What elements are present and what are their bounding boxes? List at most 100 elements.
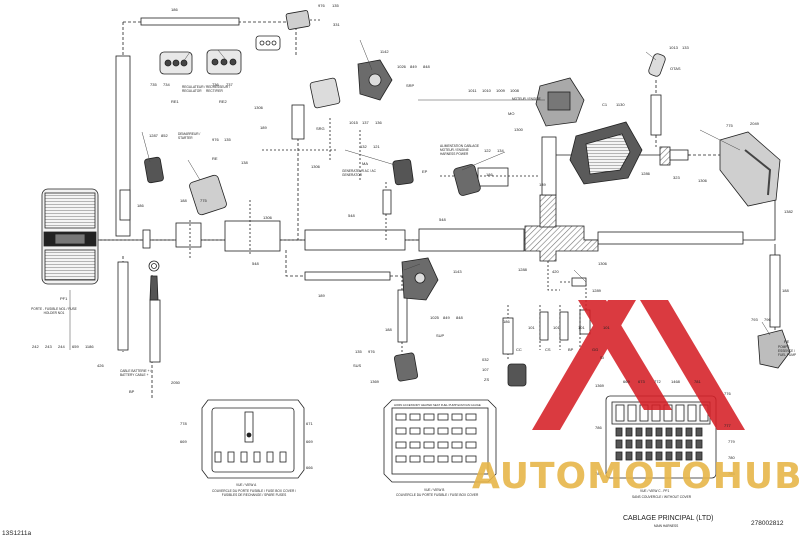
callout-label: 775 <box>200 198 207 203</box>
callout-label: RE2 <box>219 99 227 104</box>
callout-label: BP <box>568 347 574 352</box>
leader-lines <box>69 39 771 350</box>
callout-label: 849 <box>410 64 417 69</box>
watermark-logo <box>532 300 745 430</box>
otas-sensor <box>648 53 666 77</box>
callout-label: 101 <box>578 325 585 330</box>
callout-label: 426 <box>97 363 104 368</box>
callout-label: 1382 <box>784 209 793 214</box>
callout-label: 659 <box>72 344 79 349</box>
starter-connector-re <box>144 156 227 216</box>
callout-label: OTAS <box>670 66 681 71</box>
connector-top <box>255 10 311 51</box>
callout-label: 976 <box>368 349 375 354</box>
figure-code: 13S1211a <box>2 530 32 537</box>
engine-power-label: ALIMENTATION CABLAGE MOTEUR / ENGINE HAR… <box>440 144 480 156</box>
callout-label: 1306 <box>698 178 707 183</box>
callout-label: SRG <box>316 126 325 131</box>
callout-label: 1300 <box>514 127 523 132</box>
callout-label: EP <box>422 169 428 174</box>
callout-label: 671 <box>306 421 313 426</box>
regulator-label: REGULATEUR / REGULATOR <box>182 85 206 93</box>
callout-label: 1142 <box>380 49 389 54</box>
callout-label: 1013 <box>669 45 678 50</box>
callout-label: CS <box>545 347 551 352</box>
callout-label: 666 <box>306 465 313 470</box>
generator-connector-ma <box>392 158 414 186</box>
battery-cable-label: CABLE BATTERIE + / BATTERY CABLE + <box>120 369 152 377</box>
callout-label: SRP <box>406 83 415 88</box>
callout-label: 135 <box>224 137 231 142</box>
callout-label: 1130 <box>616 102 625 107</box>
callout-label: 1289 <box>592 288 601 293</box>
callout-label: 1306 <box>598 261 607 266</box>
callout-label: 101 <box>603 325 610 330</box>
callout-label: 242 <box>32 344 39 349</box>
callout-label: 673 <box>638 379 645 384</box>
callout-label: 136 <box>375 120 382 125</box>
callout-label: 1306 <box>263 215 272 220</box>
callout-label: BP <box>129 389 135 394</box>
callout-label: 548 <box>348 213 355 218</box>
callout-label: SI <box>600 355 604 360</box>
callout-label: 669 <box>180 439 187 444</box>
callout-label: 776 <box>724 391 731 396</box>
battery-cable-terminal <box>148 260 160 301</box>
starter-label: DEMARREUR / STARTER <box>178 132 201 140</box>
zs-connector <box>507 363 527 387</box>
callout-label: 735 <box>150 82 157 87</box>
view-a-cover <box>201 399 305 479</box>
callout-label: 1011 <box>468 88 477 93</box>
callout-label: 420 <box>552 269 559 274</box>
callout-label: 548 <box>252 261 259 266</box>
view-b-title: VUE / VIEW B <box>424 488 445 492</box>
callout-label: 134 <box>497 148 504 153</box>
fuse-holder-label: PORTE - FUSIBLE NO1 / FUSE HOLDER NO1 <box>31 307 77 315</box>
rectifier-label: REDRESSEUR / RECTIFIER <box>206 85 230 93</box>
callout-label: 101 <box>528 325 535 330</box>
callout-label: 1288 <box>518 267 527 272</box>
callout-label: 1286 <box>641 171 650 176</box>
callout-label: RE1 <box>171 99 179 104</box>
callout-label: 1306 <box>311 164 320 169</box>
callout-label: 137 <box>362 120 369 125</box>
engine-label: MOTEUR / ENGINE <box>512 97 541 101</box>
callout-label: 669 <box>623 379 630 384</box>
callout-label: 189 <box>539 182 546 187</box>
callout-label: 121 <box>373 144 380 149</box>
callout-label: 1010 <box>482 88 491 93</box>
part-number: 278002812 <box>751 520 784 527</box>
starter-solenoid <box>719 131 781 207</box>
callout-label: 1287 <box>149 133 158 138</box>
view-c-title: VUE / VIEW C - PF1 <box>640 489 670 493</box>
callout-label: 135 <box>332 3 339 8</box>
callout-label: 1025 <box>430 315 439 320</box>
callout-label: 848 <box>423 64 430 69</box>
sup-connector <box>401 257 439 301</box>
callout-label: CC <box>516 347 522 352</box>
callout-label: 189 <box>318 293 325 298</box>
callout-label: 1468 <box>671 379 680 384</box>
callout-label: PF1 <box>60 296 68 301</box>
callout-label: 186 <box>486 172 493 177</box>
callout-label: MA <box>362 161 368 166</box>
fuse-table-text: HORN ACCESSORY HEATED SEAT FUEL PUMP ECM… <box>394 403 481 407</box>
callout-label: 2050 <box>171 380 180 385</box>
view-b-caption: COUVERCLE DU PORTE FUSIBLE / FUSE BOX CO… <box>396 493 479 497</box>
callout-label: 1369 <box>370 379 379 384</box>
callout-label: RE <box>212 156 218 161</box>
srg-connector <box>309 77 341 109</box>
callout-label: 1008 <box>510 88 519 93</box>
callout-label: 780 <box>728 455 735 460</box>
view-b-cover <box>383 399 497 483</box>
callout-label: 734 <box>163 82 170 87</box>
generator-label: GENERATEUR AC / AC GENERATOR <box>342 169 376 177</box>
view-c-fuse-block <box>605 395 717 479</box>
callout-label: 1026 <box>397 64 406 69</box>
callout-label: GG <box>592 347 599 352</box>
fuel-pump-label: POMPE ESSENCE / FUEL PUMP <box>778 345 797 357</box>
callout-label: 188 <box>385 327 392 332</box>
callout-label: MO <box>508 111 515 116</box>
callout-label: 135 <box>355 349 362 354</box>
callout-label: 107 <box>482 367 489 372</box>
